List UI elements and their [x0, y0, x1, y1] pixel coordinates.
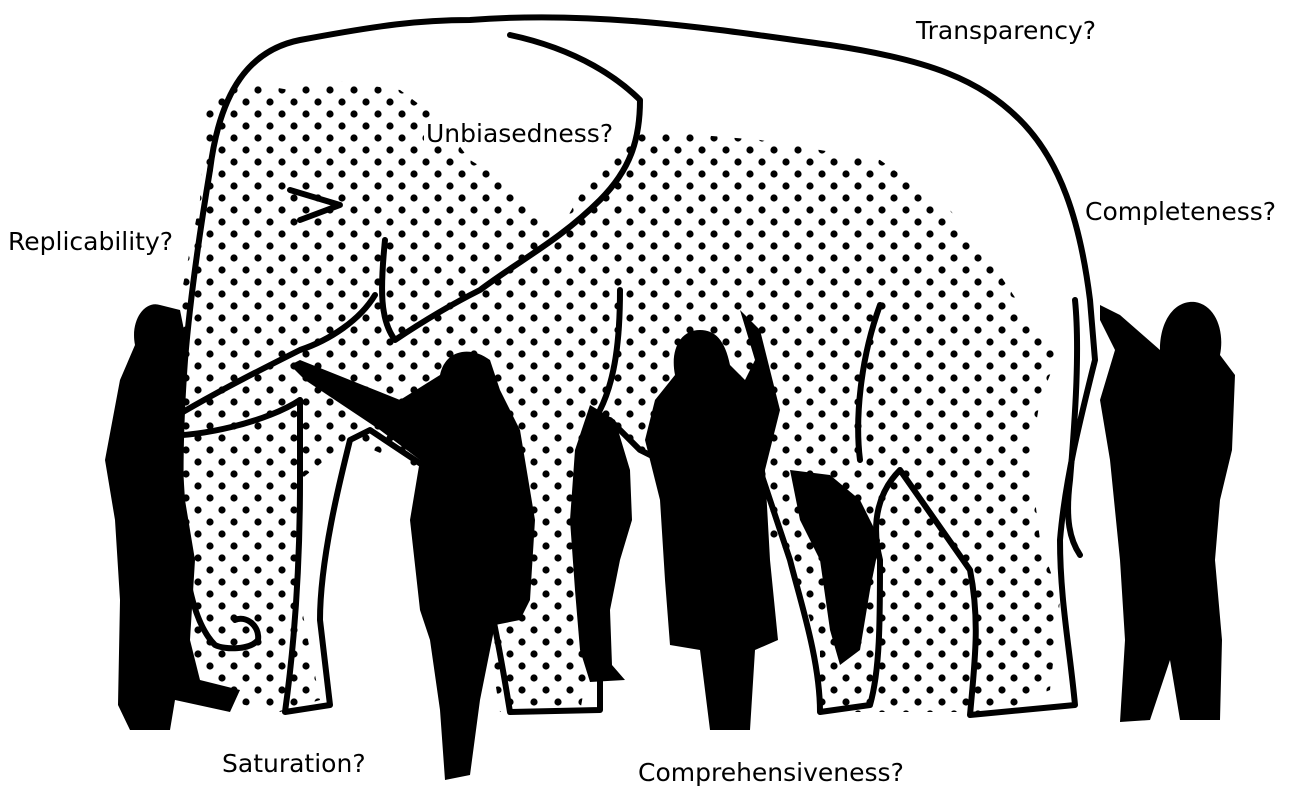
label-unbiasedness: Unbiasedness?	[424, 121, 615, 146]
person-right-silhouette	[1100, 302, 1235, 722]
label-replicability: Replicability?	[8, 229, 175, 254]
label-transparency: Transparency?	[916, 18, 1096, 43]
label-completeness: Completeness?	[1085, 199, 1276, 224]
label-saturation: Saturation?	[222, 751, 366, 776]
dotted-shading	[170, 80, 1060, 712]
person-center-small-silhouette	[570, 405, 632, 682]
label-comprehensiveness: Comprehensiveness?	[638, 760, 904, 785]
